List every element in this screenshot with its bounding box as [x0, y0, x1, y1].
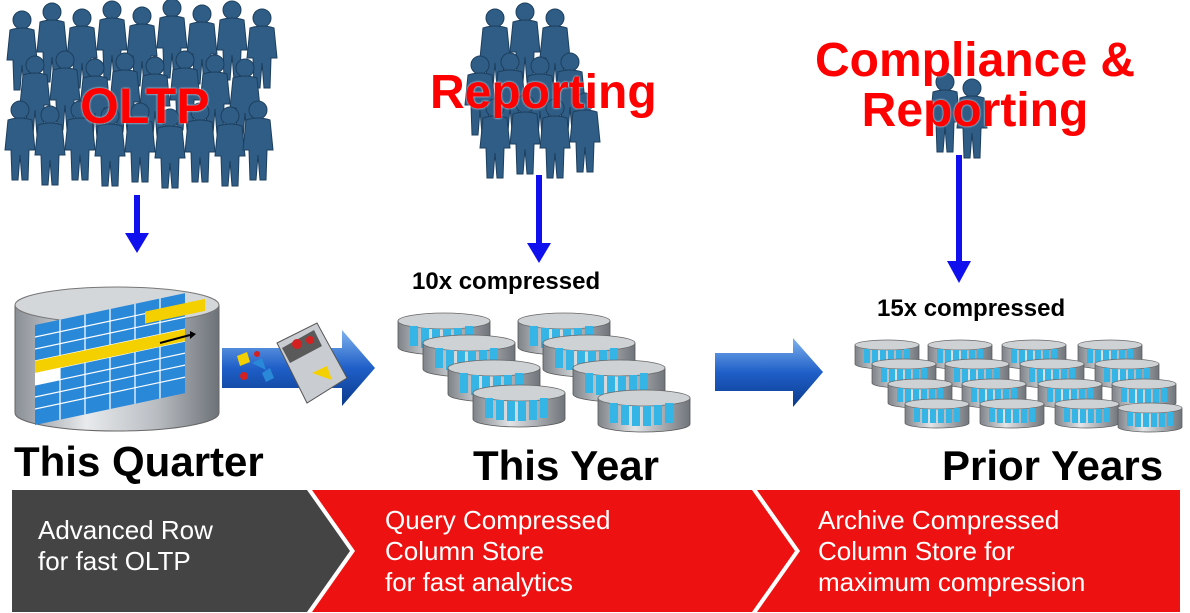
prior-years-label: Prior Years: [942, 442, 1164, 489]
prior-compression-label: 15x compressed: [877, 295, 1066, 322]
this-quarter-label: This Quarter: [14, 438, 264, 485]
banner-query-line: for fast analytics: [385, 567, 573, 597]
oltp-label: OLTP: [80, 78, 210, 134]
banner-archive-line: Column Store for: [818, 536, 1015, 566]
banner-query-line: Column Store: [385, 536, 544, 566]
banner-query-text: Query Compressed Column Store for fast a…: [385, 505, 610, 598]
row-store-database-icon: [14, 286, 220, 432]
banner-segment-archive: [757, 490, 1180, 612]
reporting-down-arrow-icon: [527, 175, 551, 263]
banner-segment-query: [312, 490, 795, 612]
compliance-reporting-label: Compliance & Reporting: [810, 34, 1140, 138]
reporting-label: Reporting: [430, 66, 657, 119]
banner-archive-line: Archive Compressed: [818, 505, 1060, 535]
storage-tier-banner: [12, 490, 1180, 612]
compliance-label-line1: Compliance &: [814, 34, 1136, 87]
compliance-down-arrow-icon: [947, 155, 971, 283]
prior-years-archive-cylinders-icon: [854, 339, 1183, 433]
archive-flow-arrow-icon: [715, 338, 823, 407]
banner-row-text: Advanced Row for fast OLTP: [38, 515, 213, 577]
banner-row-line: for fast OLTP: [38, 546, 191, 576]
banner-archive-text: Archive Compressed Column Store for maxi…: [818, 505, 1085, 598]
banner-row-line: Advanced Row: [38, 515, 213, 545]
banner-query-line: Query Compressed: [385, 505, 611, 535]
this-year-label: This Year: [473, 442, 660, 489]
year-compression-label: 10x compressed: [412, 268, 601, 295]
compliance-label-line2: Reporting: [861, 84, 1089, 138]
oltp-down-arrow-icon: [125, 195, 149, 253]
year-column-store-cylinders-icon: [397, 312, 691, 433]
banner-archive-line: maximum compression: [818, 567, 1086, 597]
compression-process-arrow-icon: [222, 322, 375, 406]
compliance-crowd-icon: [929, 72, 988, 159]
banner-segment-row: [12, 490, 350, 612]
